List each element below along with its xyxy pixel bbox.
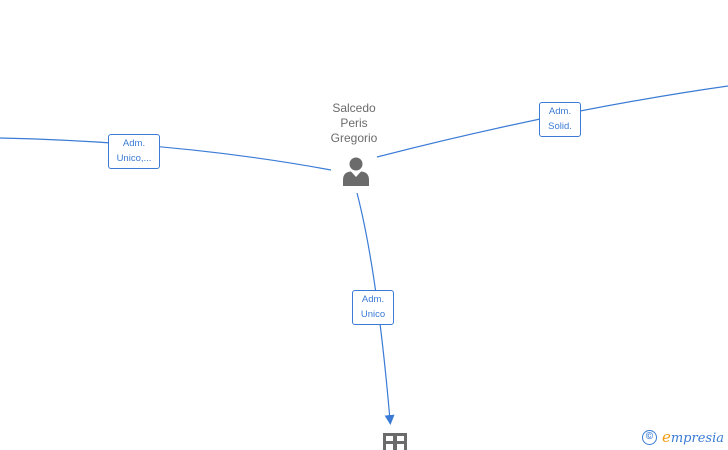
copyright-icon: © <box>641 429 657 445</box>
relation-label-right[interactable]: Adm. Solid. <box>539 102 581 137</box>
person-icon[interactable] <box>341 156 371 186</box>
company-building-icon[interactable] <box>383 433 407 450</box>
relation-label-left-line-1: Adm. <box>122 138 146 149</box>
person-name-line-1: Salcedo <box>332 101 376 115</box>
watermark: © empresia <box>641 428 724 446</box>
brand-logo: empresia <box>662 428 724 446</box>
relation-label-down[interactable]: Adm. Unico <box>352 290 394 325</box>
relation-label-right-line-1: Adm. <box>548 106 572 117</box>
brand-logo-rest: mpresia <box>670 431 724 446</box>
person-name-line-3: Gregorio <box>330 131 378 145</box>
edge-down <box>356 192 395 425</box>
relation-label-left[interactable]: Adm. Unico,... <box>108 134 160 169</box>
relation-label-left-line-2: Unico,... <box>116 153 152 164</box>
relation-label-down-line-1: Adm. <box>361 294 385 305</box>
person-name[interactable]: Salcedo Peris Gregorio <box>304 101 404 146</box>
relation-label-down-line-2: Unico <box>360 309 386 320</box>
edge-left <box>0 137 332 171</box>
relation-label-right-line-2: Solid. <box>548 121 572 132</box>
brand-logo-initial: e <box>661 428 671 446</box>
person-name-line-2: Peris <box>340 116 368 130</box>
